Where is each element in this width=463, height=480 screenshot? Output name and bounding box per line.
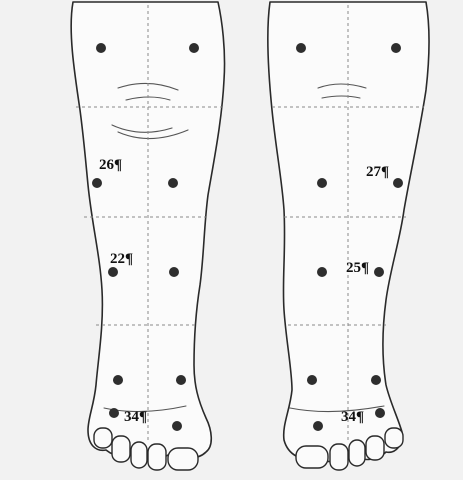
left-foot-label: 34¶ bbox=[124, 409, 147, 425]
left-point-ankle-inner bbox=[176, 375, 186, 385]
right-point-knee-outer bbox=[393, 178, 403, 188]
left-shin-label: 22¶ bbox=[110, 251, 133, 267]
right-knee-label: 27¶ bbox=[366, 164, 389, 180]
left-point-thigh-inner bbox=[189, 43, 199, 53]
left-toe-3 bbox=[131, 442, 147, 468]
left-point-knee-outer bbox=[92, 178, 102, 188]
right-point-thigh-outer bbox=[391, 43, 401, 53]
left-point-foot-outer bbox=[109, 408, 119, 418]
right-leg-outline bbox=[268, 2, 429, 462]
right-point-thigh-inner bbox=[296, 43, 306, 53]
right-toe-big bbox=[296, 446, 328, 468]
right-shin-label: 25¶ bbox=[346, 260, 369, 276]
left-point-shin-inner bbox=[169, 267, 179, 277]
left-toe-4 bbox=[148, 444, 166, 470]
right-point-shin-outer bbox=[374, 267, 384, 277]
left-point-ankle-outer bbox=[113, 375, 123, 385]
left-toe-big bbox=[168, 448, 198, 470]
right-toe-4 bbox=[366, 436, 384, 460]
left-point-shin-outer bbox=[108, 267, 118, 277]
right-leg: 27¶ 25¶ 34¶ bbox=[268, 2, 429, 470]
right-toe-5 bbox=[385, 428, 403, 448]
left-knee-label: 26¶ bbox=[99, 157, 122, 173]
left-point-foot-inner bbox=[172, 421, 182, 431]
right-point-ankle-outer bbox=[371, 375, 381, 385]
right-toe-3 bbox=[349, 440, 365, 466]
right-toe-2 bbox=[330, 444, 348, 470]
left-toe-2 bbox=[112, 436, 130, 462]
right-foot-label: 34¶ bbox=[341, 409, 364, 425]
right-point-foot-inner bbox=[313, 421, 323, 431]
right-point-shin-inner bbox=[317, 267, 327, 277]
right-point-foot-outer bbox=[375, 408, 385, 418]
left-toe-1 bbox=[94, 428, 112, 448]
right-point-ankle-inner bbox=[307, 375, 317, 385]
right-point-knee-inner bbox=[317, 178, 327, 188]
left-point-knee-inner bbox=[168, 178, 178, 188]
left-point-thigh-outer bbox=[96, 43, 106, 53]
left-leg: 26¶ 22¶ 34¶ bbox=[71, 2, 224, 470]
